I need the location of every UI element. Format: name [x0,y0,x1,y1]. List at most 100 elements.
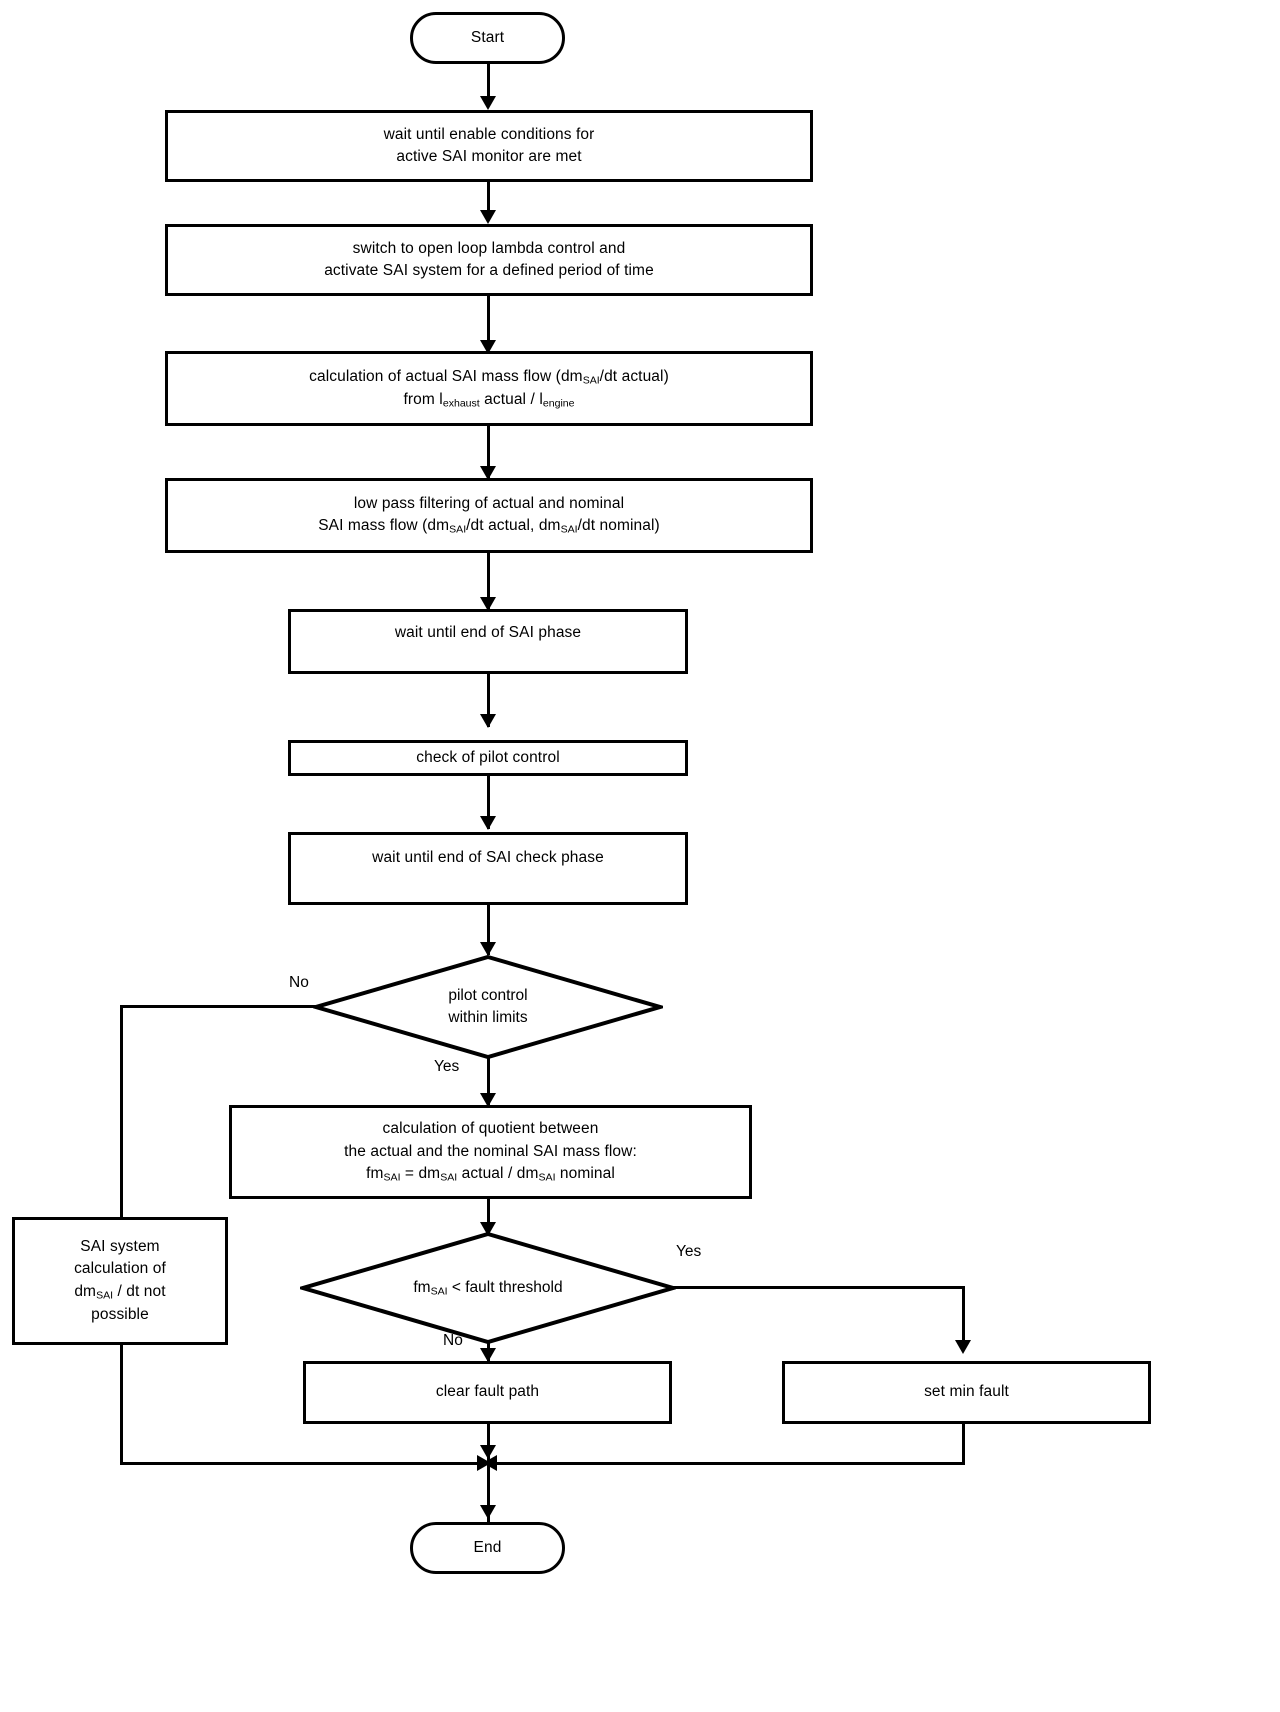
node-calc-actual-mass-flow: calculation of actual SAI mass flow (dmS… [165,351,813,426]
node-low-pass-filtering: low pass filtering of actual and nominal… [165,478,813,553]
node-low-pass-line2-a: SAI mass flow (dm [318,517,450,535]
node-wait-enable-line2: active SAI monitor are met [396,148,582,165]
node-sai-not-possible-line1: SAI system [80,1238,160,1255]
connector-start-to-wait-enable [487,64,490,100]
connector-fault-yes-vertical [962,1286,965,1348]
node-set-min-fault-label: set min fault [924,1383,1009,1401]
connector-wait-end-phase-to-check-pilot [487,674,490,727]
edge-label-pilot-yes: Yes [434,1058,460,1075]
node-switch-open-loop-text: switch to open loop lambda control and a… [316,238,662,283]
connector-pilot-no-horizontal [120,1005,318,1008]
node-end-label: End [473,1538,502,1556]
node-low-pass-line1: low pass filtering of actual and nominal [353,494,625,512]
node-calc-quotient-line3-d: nominal [555,1165,615,1183]
node-calc-quotient-line3-c: actual / dm [457,1165,539,1183]
node-sai-not-possible-line3-sub: SAI [96,1289,114,1302]
node-fault-decision-text-a: fm [413,1278,431,1296]
arrowhead-wait-end-phase-to-check-pilot [480,714,496,728]
node-fault-threshold-decision: fmSAI < fault threshold [300,1231,676,1345]
node-calc-actual-line1-sub: SAI [582,374,600,387]
node-low-pass-line2-sub2: SAI [560,523,578,536]
arrowhead-start-to-wait-enable [480,96,496,110]
connector-sai-not-possible-to-merge [120,1462,483,1465]
node-low-pass-line2-c: /dt nominal) [577,517,660,535]
node-calc-quotient-line3-sub2: SAI [440,1171,458,1184]
arrowhead-wait-enable-to-switch [480,210,496,224]
node-wait-end-sai-phase-label: wait until end of SAI phase [394,624,582,642]
arrowhead-merge-to-end [480,1505,496,1519]
node-clear-fault-path: clear fault path [303,1361,672,1424]
arrowhead-low-pass-to-wait-end-phase [480,597,496,611]
node-calc-quotient-line3-b: = dm [400,1165,441,1183]
node-pilot-control-decision-label: pilot control within limits [313,954,663,1060]
node-calc-actual-line1-a: calculation of actual SAI mass flow (dm [309,367,583,385]
node-set-min-fault: set min fault [782,1361,1151,1424]
node-pilot-decision-line1: pilot control [448,986,528,1004]
node-check-pilot-control-label: check of pilot control [416,748,560,766]
arrowhead-fault-yes-to-set-min-fault [955,1340,971,1354]
node-low-pass-line2-sub1: SAI [449,523,467,536]
edge-label-fault-yes: Yes [676,1243,702,1260]
connector-wait-enable-to-switch [487,182,490,218]
connector-low-pass-to-wait-end-phase [487,553,490,609]
node-low-pass-line2-b: /dt actual, dm [466,517,561,535]
connector-quotient-to-fault-decision [487,1199,490,1234]
node-low-pass-text: low pass filtering of actual and nominal… [310,493,668,538]
connector-pilot-yes-vertical [487,1057,490,1105]
connector-switch-to-calc-actual [487,296,490,348]
node-calc-actual-line2-b: actual / l [479,390,543,408]
node-pilot-control-decision: pilot control within limits [313,954,663,1060]
node-fault-decision-text-sub: SAI [430,1285,448,1298]
connector-wait-check-to-pilot-decision [487,905,490,955]
node-calc-actual-line1-b: /dt actual) [599,367,669,385]
connector-fault-yes-horizontal [672,1286,964,1289]
connector-sai-not-possible-down [120,1345,123,1465]
node-sai-not-possible-text: SAI system calculation of dmSAI / dt not… [66,1236,174,1326]
node-end: End [410,1522,565,1574]
arrowhead-switch-to-calc-actual [480,340,496,354]
node-fault-decision-text-b: < fault threshold [447,1278,563,1296]
node-calc-quotient-line1: calculation of quotient between [382,1120,599,1138]
arrowhead-wait-check-to-pilot-decision [480,942,496,956]
edge-label-fault-no: No [443,1332,463,1349]
node-calc-actual-text: calculation of actual SAI mass flow (dmS… [301,366,677,411]
node-start: Start [410,12,565,64]
arrowhead-check-pilot-to-wait-check-phase [480,816,496,830]
connector-set-min-fault-down [962,1424,965,1465]
node-switch-open-loop-line2: activate SAI system for a defined period… [324,262,654,279]
node-fault-threshold-decision-label: fmSAI < fault threshold [300,1231,676,1345]
connector-clear-fault-to-merge [487,1424,490,1464]
arrowhead-pilot-yes-to-quotient [480,1093,496,1107]
node-wait-enable-conditions: wait until enable conditions for active … [165,110,813,182]
node-start-label: Start [470,28,505,46]
connector-merge-to-end [487,1462,490,1522]
node-clear-fault-path-label: clear fault path [435,1383,540,1401]
connector-set-min-fault-to-merge [489,1462,965,1465]
node-wait-enable-text: wait until enable conditions for active … [376,124,603,169]
arrowhead-calc-actual-to-low-pass [480,466,496,480]
node-pilot-decision-line2: within limits [448,1009,528,1026]
node-calc-quotient: calculation of quotient between the actu… [229,1105,752,1199]
node-calc-actual-line2-a: from l [403,390,443,408]
arrowhead-fault-no-to-clear-fault [480,1348,496,1362]
arrowhead-quotient-to-fault-decision [480,1222,496,1236]
edge-label-pilot-no: No [289,974,309,991]
node-wait-end-sai-check-phase: wait until end of SAI check phase [288,832,688,905]
node-calc-quotient-line3-sub1: SAI [383,1171,401,1184]
node-switch-open-loop: switch to open loop lambda control and a… [165,224,813,296]
node-switch-open-loop-line1: switch to open loop lambda control and [352,239,626,257]
node-calc-quotient-text: calculation of quotient between the actu… [336,1118,645,1186]
node-sai-not-possible-line2: calculation of [74,1260,166,1278]
node-wait-end-sai-check-phase-label: wait until end of SAI check phase [372,849,604,867]
node-calc-quotient-line3-a: fm [366,1165,384,1183]
node-calc-actual-line2-sub2: engine [542,396,575,409]
node-sai-not-possible-line4: possible [91,1305,149,1323]
node-wait-enable-line1: wait until enable conditions for [383,125,595,143]
node-sai-not-possible-line3-b: / dt not [113,1282,166,1300]
node-calc-quotient-line2: the actual and the nominal SAI mass flow… [344,1142,637,1160]
node-calc-quotient-line3-sub3: SAI [538,1171,556,1184]
connector-calc-actual-to-low-pass [487,426,490,478]
node-check-pilot-control: check of pilot control [288,740,688,776]
node-calc-actual-line2-sub1: exhaust [442,396,480,409]
